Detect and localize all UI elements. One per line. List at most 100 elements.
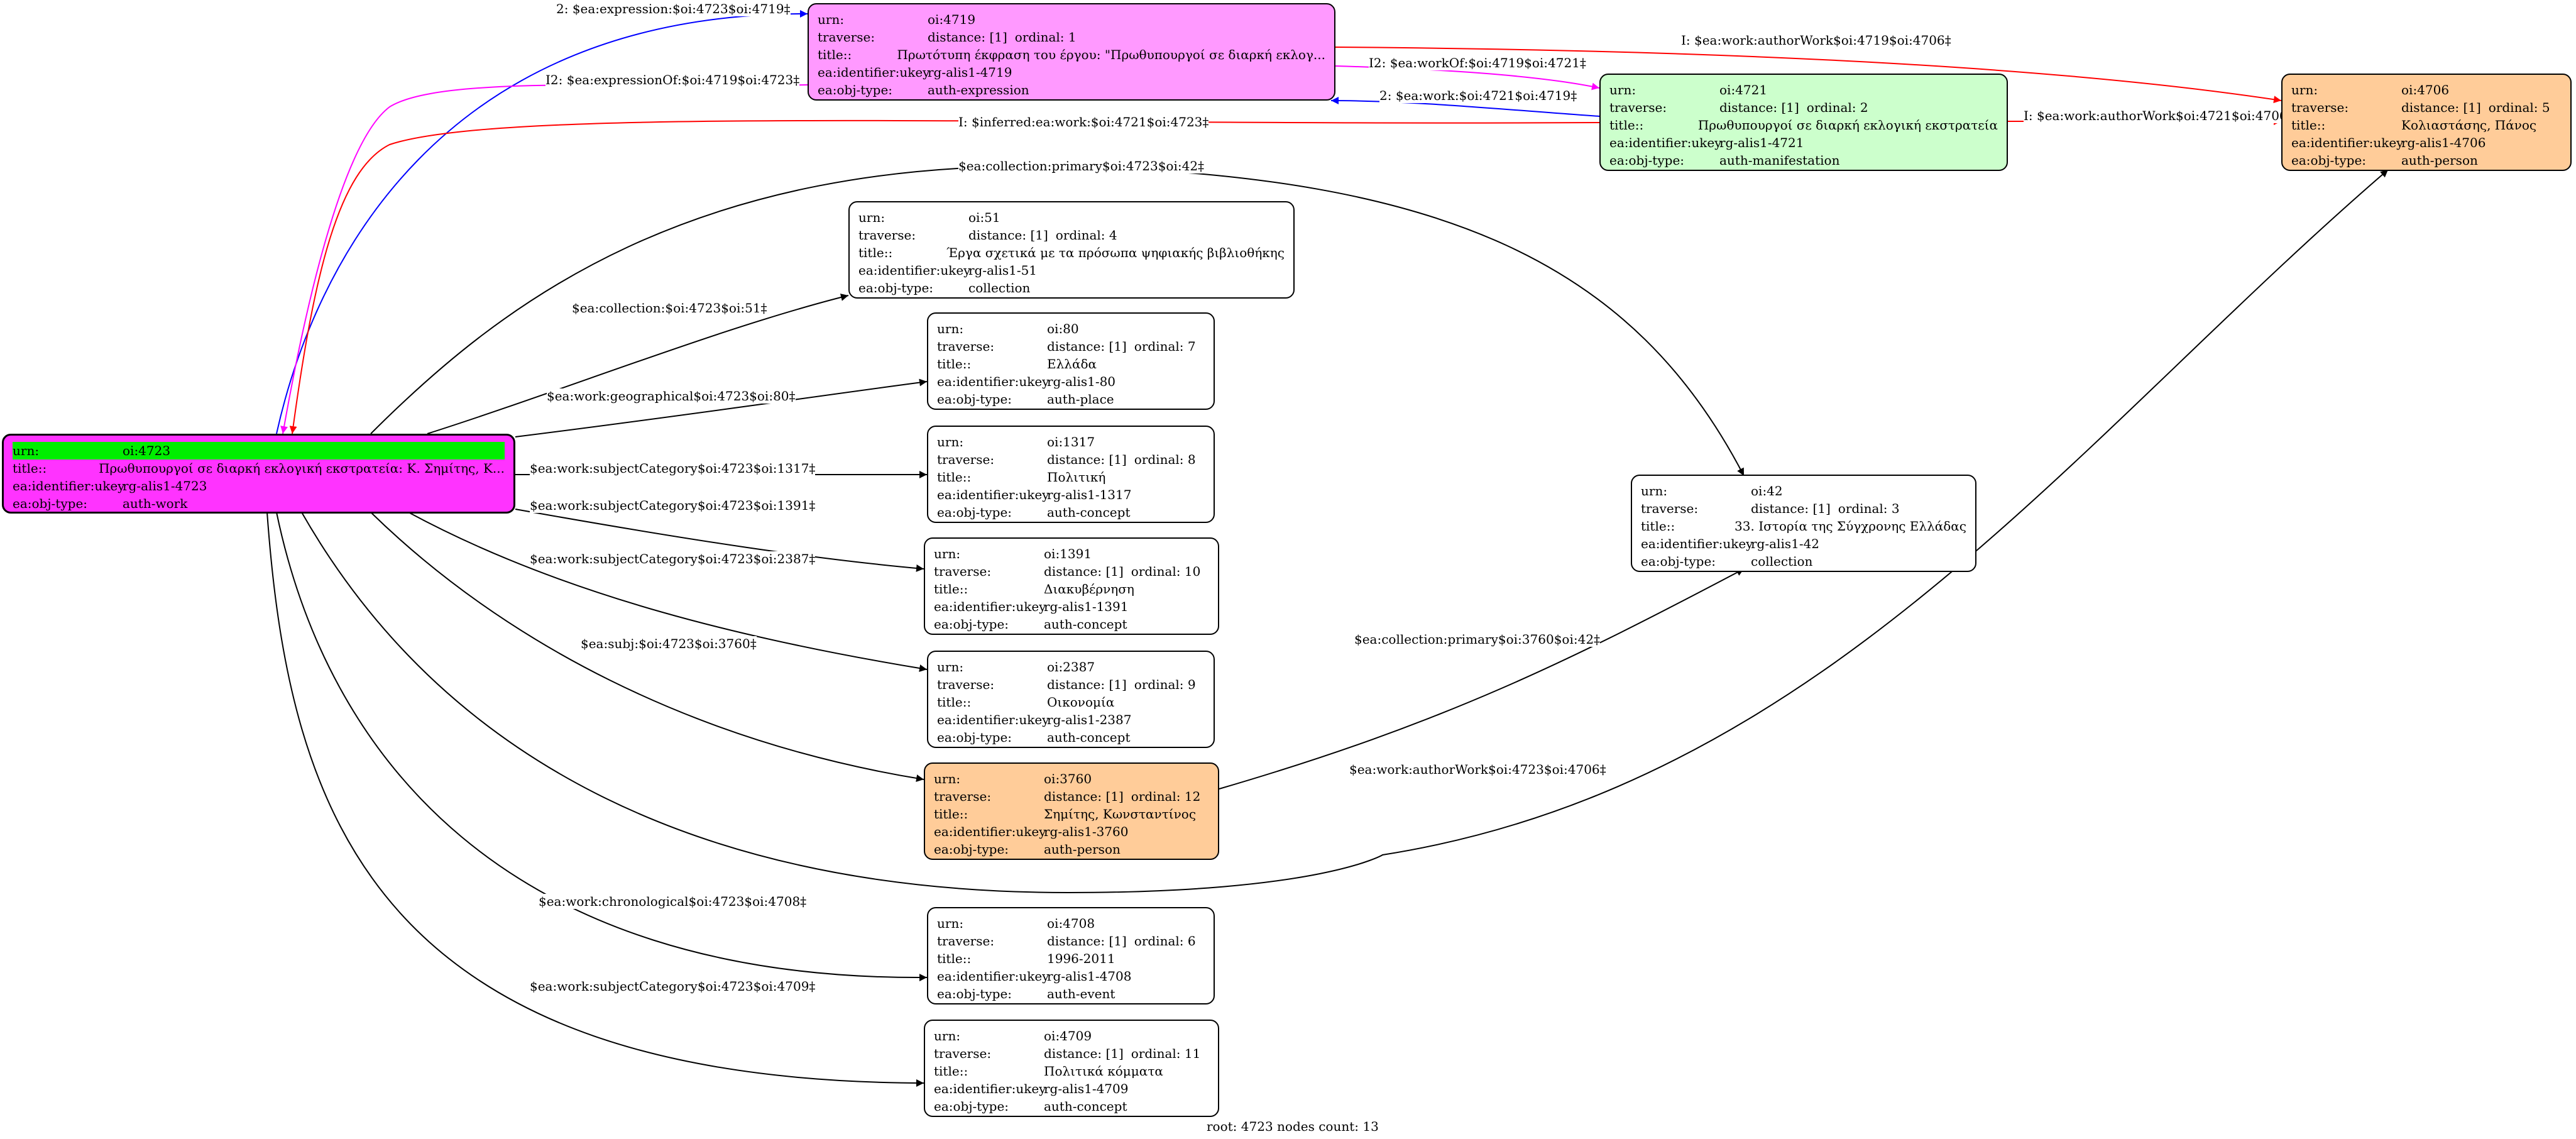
node-row-value: auth-concept [1047,730,1131,745]
edge-label-expressionOf: I2: $ea:expressionOf:$oi:4719$oi:4723‡ [545,72,800,87]
node-row-value: Πολιτικά κόμματα [1044,1064,1163,1079]
edge-label-authorWork-4719: I: $ea:work:authorWork$oi:4719$oi:4706‡ [1681,33,1951,48]
node-row-key: title:: [937,695,972,710]
edge-expression [276,9,808,434]
node-row-key: urn: [937,321,964,336]
edge-subj-4709 [266,512,924,1087]
node-row-value: rg-alis1-4708 [1047,969,1132,984]
edge-label-collection-51: $ea:collection:$oi:4723$oi:51‡ [572,300,767,316]
edge-subj-1391 [515,509,924,572]
node-row-key: traverse: [937,933,995,949]
node-row-value: rg-alis1-1317 [1047,487,1132,502]
edge-label-collection-3760: $ea:collection:primary$oi:3760$oi:42‡ [1354,632,1601,647]
node-row-key: traverse: [934,564,992,579]
node-row-value: rg-alis1-42 [1751,536,1820,551]
node-row-key: traverse: [1609,100,1667,115]
node-row: traverse:distance: [1]ordinal: 8 [937,451,1205,468]
edge-subj-2387 [408,512,928,672]
node-row-key: ea:identifier:ukey [1641,536,1753,551]
node-row-key: ea:identifier:ukey [934,1081,1046,1096]
node-row-value: auth-manifestation [1719,153,1840,168]
node-row-key: urn: [937,916,964,931]
node-row: ea:obj-type:auth-person [2291,151,2562,169]
node-row-key: ea:obj-type: [1609,153,1685,168]
node-row: traverse:distance: [1]ordinal: 1 [818,28,1325,46]
edge-label-subj-1391: $ea:work:subjectCategory$oi:4723$oi:1391… [530,498,816,513]
node-row-key: traverse: [818,30,875,45]
node-row-ordinal: ordinal: 10 [1131,564,1201,579]
node-row-ordinal: ordinal: 2 [1806,100,1868,115]
node-row-value: oi:4721 [1719,82,1768,97]
node-row-key: title:: [13,461,47,476]
node-row: ea:obj-type:auth-expression [818,81,1325,99]
node-row-key: ea:identifier:ukey [934,599,1046,614]
node-row-value: distance: [1] [1047,339,1127,354]
node-row-key: urn: [13,443,40,458]
node-row-value: rg-alis1-3760 [1044,824,1129,839]
node-row: ea:obj-type:auth-concept [934,1098,1209,1115]
node-row-key: traverse: [937,339,995,354]
node-row-key: traverse: [937,452,995,467]
node-row-key: ea:identifier:ukey [818,65,930,80]
node-row: ea:obj-type:auth-person [934,840,1209,858]
node-row-key: urn: [818,12,845,27]
node-row: title::Πρωτότυπη έκφραση του έργου: "Πρω… [818,46,1325,63]
node-row-key: ea:identifier:ukey [937,487,1050,502]
node-row-key: ea:obj-type: [2291,153,2367,168]
node-row: ea:obj-type:auth-concept [937,729,1205,746]
edge-authorWork-4719 [1335,47,2282,104]
node-row-key: ea:identifier:ukey [858,263,971,278]
node-row-value: distance: [1] [928,30,1007,45]
node-row: urn:oi:80 [937,320,1205,338]
node-row-ordinal: ordinal: 3 [1838,501,1900,516]
node-row-value: Πρωθυπουργοί σε διαρκή εκλογική εκστρατε… [99,461,505,476]
node-row-value: distance: [1] [1751,501,1831,516]
edge-label-subj-3760: $ea:subj:$oi:4723$oi:3760‡ [581,636,757,651]
node-row-value: rg-alis1-2387 [1047,712,1132,727]
edge-label-authorWork-4723: $ea:work:authorWork$oi:4723$oi:4706‡ [1349,762,1606,777]
node-row-value: rg-alis1-51 [968,263,1038,278]
node-row-value: distance: [1] [968,228,1048,243]
node-row-key: urn: [858,210,885,225]
node-row-value: rg-alis1-80 [1047,374,1116,389]
node-row-key: ea:obj-type: [937,505,1012,520]
node-row-key: ea:identifier:ukey [13,478,125,493]
node-row: traverse:distance: [1]ordinal: 4 [858,226,1285,244]
edge-label-chronological: $ea:work:chronological$oi:4723$oi:4708‡ [539,894,807,909]
node-row-ordinal: ordinal: 6 [1134,933,1196,949]
node-row: urn:oi:1317 [937,433,1205,451]
node-row: title::1996-2011 [937,950,1205,967]
node-row-value: oi:1391 [1044,546,1092,561]
node-row-value: Πολιτική [1047,470,1106,485]
node-row-value: rg-alis1-4709 [1044,1081,1129,1096]
node-row-key: ea:obj-type: [818,82,893,97]
node-row-value: oi:4706 [2401,82,2450,97]
node-row: traverse:distance: [1]ordinal: 10 [934,563,1209,580]
node-row-value: Ελλάδα [1047,356,1097,371]
node-row-ordinal: ordinal: 9 [1134,677,1196,692]
node-row: ea:obj-type:collection [1641,553,1966,570]
node-row-value: oi:3760 [1044,771,1092,786]
edge-expressionOf [280,84,808,434]
node-row: traverse:distance: [1]ordinal: 9 [937,676,1205,693]
node-row-key: urn: [937,434,964,449]
node-row-value: collection [1751,554,1813,569]
node-row-key: title:: [2291,118,2326,133]
node-row-key: ea:obj-type: [934,842,1009,857]
node-row-key: title:: [937,356,972,371]
